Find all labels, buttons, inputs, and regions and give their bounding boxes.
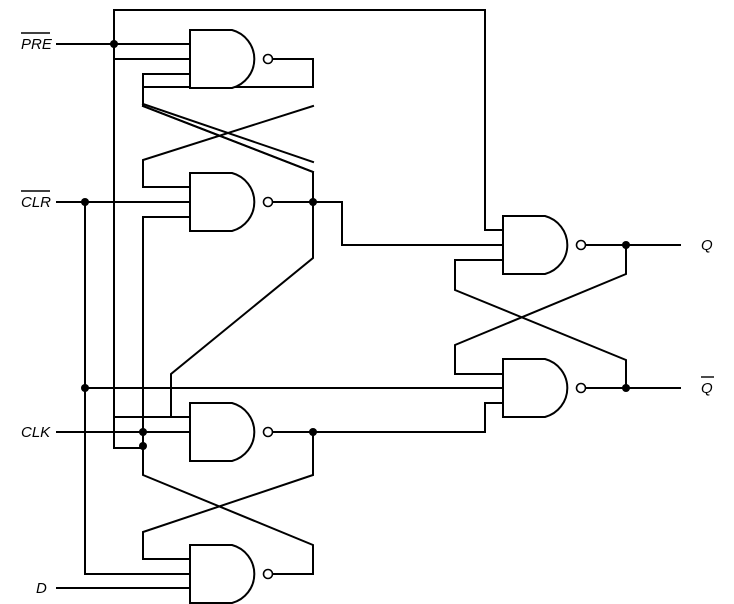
- junction-clr: [81, 198, 89, 206]
- wire-gate1-input-cross: [142, 73, 191, 105]
- nand-gate-2: [189, 172, 274, 232]
- wire-clr-down: [84, 201, 191, 575]
- label-pre: PRE: [21, 36, 53, 53]
- wire-gate2-input3: [142, 216, 191, 433]
- wire-gate1-input-from-clk-tap: [113, 58, 191, 449]
- wire-gate3-to-gate4-cross: [142, 431, 314, 560]
- wire-pre-to-q-gate: [113, 9, 504, 231]
- junction-q: [622, 241, 630, 249]
- junction-clk: [139, 428, 147, 436]
- labels: PRE CLR CLK D Q Q: [21, 32, 714, 597]
- junction-gate3-out: [309, 428, 317, 436]
- junction-qbar: [622, 384, 630, 392]
- junction-pre: [110, 40, 118, 48]
- wire-cross-a: [141, 104, 315, 174]
- label-qbar: Q: [701, 380, 713, 397]
- wire-gate2-output: [273, 201, 504, 246]
- label-clr: CLR: [21, 194, 51, 211]
- wire-cross-b: [142, 104, 315, 188]
- nand-gate-qbar: [502, 358, 587, 418]
- nand-gate-q: [502, 215, 587, 275]
- junction-clr-lower: [81, 384, 89, 392]
- wire-gate2-down-to-gate3: [170, 201, 314, 418]
- label-q: Q: [701, 237, 713, 254]
- nand-gate-1: [189, 29, 274, 89]
- wires: [56, 9, 681, 589]
- junction-clk-lower: [139, 442, 147, 450]
- junction-dots: [81, 40, 630, 450]
- wire-pre-to-gate3: [113, 43, 191, 418]
- wire-gate3-output: [273, 402, 504, 433]
- nand-gate-4: [189, 544, 274, 604]
- label-clk: CLK: [21, 424, 51, 441]
- label-d: D: [36, 580, 47, 597]
- junction-gate2-out: [309, 198, 317, 206]
- nand-gate-3: [189, 402, 274, 462]
- wire-qbar-feedback: [454, 259, 627, 389]
- wire-clk-tap: [142, 431, 314, 575]
- wire-q-feedback: [454, 244, 627, 375]
